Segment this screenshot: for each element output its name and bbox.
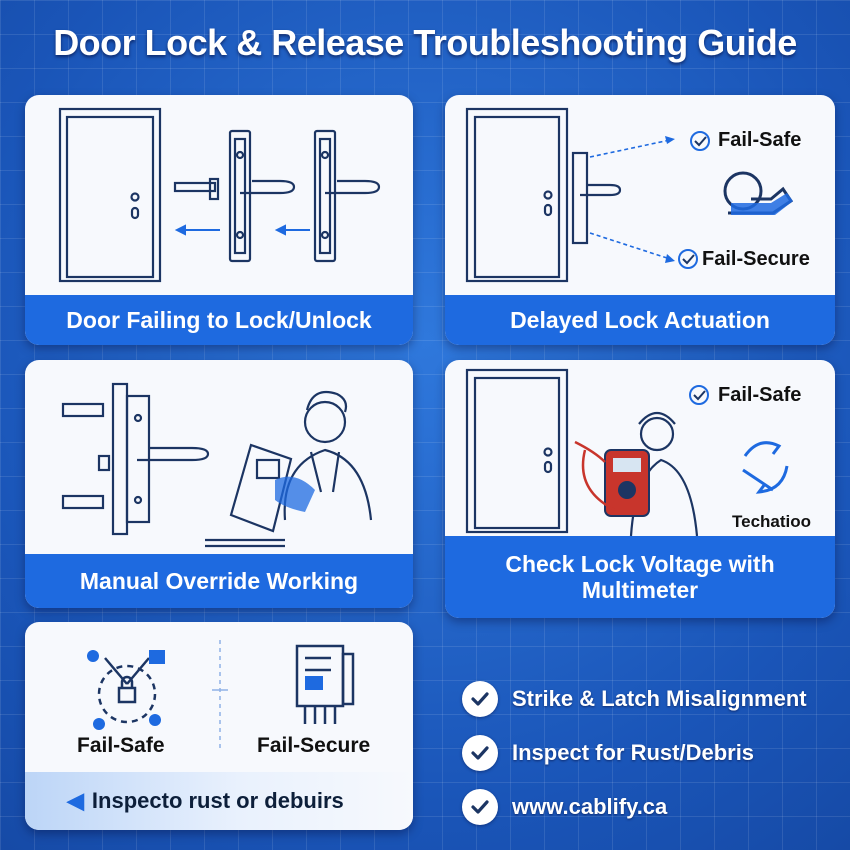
inspect-bar: ◀ Inspecto rust or debuirs xyxy=(25,772,413,830)
checklist-text: Inspect for Rust/Debris xyxy=(512,740,755,765)
fail-safe-label: Fail-Safe xyxy=(77,734,165,757)
fail-safe-label: Fail-Safe xyxy=(718,129,802,151)
technician-override-illustration xyxy=(61,382,373,548)
card-fail-modes: Fail-Safe Fail-Secure ◀ Inspecto rust or… xyxy=(25,622,413,830)
fail-safe-label: Fail-Safe xyxy=(718,384,802,406)
card-check-voltage: Fail-Safe Techatioo Check Lock Voltage w… xyxy=(445,360,835,618)
list-item: Strike & Latch Misalignment xyxy=(462,672,834,726)
checklist-text: Strike & Latch Misalignment xyxy=(512,686,807,711)
checklist: Strike & Latch Misalignment Inspect for … xyxy=(462,672,834,834)
fail-secure-label: Fail-Secure xyxy=(702,248,810,270)
check-icon xyxy=(462,735,498,771)
fail-secure-label: Fail-Secure xyxy=(257,734,371,757)
tech-label: Techatioo xyxy=(732,512,812,531)
card-caption: Manual Override Working xyxy=(25,554,413,608)
network-lock-icon xyxy=(87,650,165,730)
chevron-left-icon: ◀ xyxy=(67,788,84,813)
control-panel-icon xyxy=(295,644,355,724)
card-caption: Door Failing to Lock/Unlock xyxy=(25,295,413,345)
door-lock-illustration xyxy=(58,107,381,283)
card-delayed-actuation: Fail-Safe Fail-Secure Delayed Lock Actua… xyxy=(445,95,835,345)
list-item: www.cablify.ca xyxy=(462,780,834,834)
divider-icon xyxy=(212,640,228,750)
multimeter-illustration xyxy=(465,368,789,536)
card-caption: Delayed Lock Actuation xyxy=(445,295,835,345)
list-item: Inspect for Rust/Debris xyxy=(462,726,834,780)
inspect-text: Inspecto rust or debuirs xyxy=(91,788,344,813)
door-failsafe-illustration xyxy=(465,107,794,283)
page-title: Door Lock & Release Troubleshooting Guid… xyxy=(53,22,797,63)
card-manual-override: Manual Override Working xyxy=(25,360,413,608)
check-icon xyxy=(462,789,498,825)
check-icon xyxy=(462,681,498,717)
card-door-failing: Door Failing to Lock/Unlock xyxy=(25,95,413,345)
website-link[interactable]: www.cablify.ca xyxy=(512,794,668,819)
card-caption: Check Lock Voltage with Multimeter xyxy=(445,536,835,618)
